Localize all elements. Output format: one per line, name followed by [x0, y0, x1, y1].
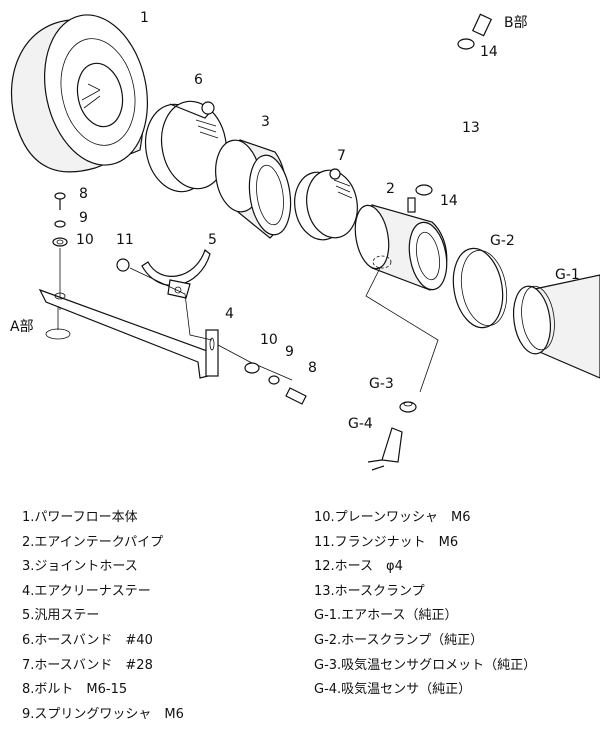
parts-list-item: 6.ホースバンド #40 — [22, 632, 153, 648]
label-11: 11 — [116, 232, 134, 248]
label-10-upper: 10 — [76, 232, 94, 248]
parts-list-item: G-2.ホースクランプ（純正） — [314, 632, 484, 648]
parts-list-item: 2.エアインテークパイプ — [22, 534, 164, 550]
part-2-air-intake-pipe — [354, 197, 448, 393]
label-2: 2 — [386, 181, 395, 197]
label-9-lower: 9 — [285, 344, 294, 360]
part-13-hose — [415, 13, 493, 196]
parts-list-item: G-1.エアホース（純正） — [314, 608, 458, 624]
label-8-upper: 8 — [79, 186, 88, 202]
label-b-section: B部 — [504, 15, 528, 31]
label-8-lower: 8 — [308, 360, 317, 376]
parts-list-item: 10.プレーンワッシャ M6 — [314, 510, 471, 525]
part-7-hose-band-28 — [294, 168, 358, 241]
part-4-air-cleaner-stay — [38, 288, 293, 381]
label-g1: G-1 — [555, 267, 580, 283]
parts-list-item: G-4.吸気温センサ（純正） — [314, 682, 472, 698]
label-4: 4 — [225, 306, 234, 322]
parts-list-item: 9.スプリングワッシャ M6 — [22, 706, 184, 722]
part-3-joint-hose — [215, 139, 292, 239]
parts-list-item: 1.パワーフロー本体 — [22, 510, 138, 525]
part-5-universal-stay — [116, 248, 213, 341]
label-14-lower: 14 — [440, 193, 458, 209]
label-6: 6 — [194, 72, 203, 88]
parts-list-item: 13.ホースクランプ — [314, 583, 425, 599]
label-9-upper: 9 — [79, 210, 88, 226]
label-5: 5 — [208, 232, 217, 248]
parts-list-left: 1.パワーフロー本体 2.エアインテークパイプ 3.ジョイントホース 4.エアク… — [22, 506, 184, 727]
parts-list-item: 8.ボルト M6-15 — [22, 682, 128, 698]
label-7: 7 — [337, 148, 346, 164]
label-10-lower: 10 — [260, 332, 278, 348]
label-13: 13 — [462, 120, 480, 136]
part-1-power-flow-body — [10, 14, 148, 173]
part-g4-sensor — [367, 427, 403, 471]
fasteners-lower — [244, 362, 307, 405]
parts-list-item: 4.エアクリーナステー — [22, 583, 151, 599]
label-g2: G-2 — [490, 233, 515, 249]
part-g1-air-hose — [512, 274, 600, 379]
part-6-hose-band-40 — [144, 100, 228, 193]
parts-list-item: 12.ホース φ4 — [314, 559, 403, 575]
parts-list-item: 11.フランジナット M6 — [314, 534, 459, 550]
parts-list-right: 10.プレーンワッシャ M6 11.フランジナット M6 12.ホース φ4 1… — [314, 506, 536, 703]
label-14-upper: 14 — [480, 44, 498, 60]
parts-list-item: 7.ホースバンド #28 — [22, 657, 153, 673]
label-3: 3 — [261, 114, 270, 130]
exploded-parts-diagram: 1 6 3 7 2 8 9 10 11 5 4 10 9 8 13 14 14 … — [10, 10, 600, 471]
parts-list-item: G-3.吸気温センサグロメット（純正） — [314, 657, 537, 673]
label-a-section: A部 — [10, 319, 34, 335]
label-g4: G-4 — [348, 416, 373, 432]
label-g3: G-3 — [369, 376, 394, 392]
part-g2-hose-clamp — [452, 247, 508, 329]
label-1: 1 — [140, 10, 149, 26]
part-g3-grommet — [399, 401, 417, 413]
fasteners-upper — [52, 192, 68, 310]
parts-list-item: 5.汎用ステー — [22, 608, 100, 624]
parts-list-item: 3.ジョイントホース — [22, 559, 138, 575]
